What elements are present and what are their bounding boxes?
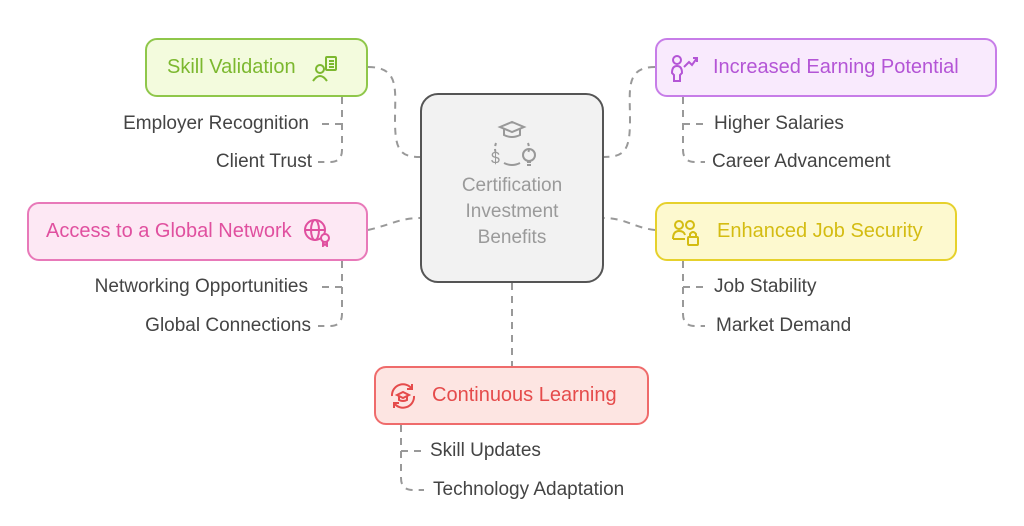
refresh-cap-icon (390, 382, 416, 409)
users-lock-icon (672, 219, 699, 246)
sub-networking-opportunities: Networking Opportunities (94, 276, 308, 297)
sub-global-connections: Global Connections (145, 315, 311, 336)
sub-market-demand: Market Demand (716, 315, 852, 336)
sub-employer-recognition: Employer Recognition (123, 113, 309, 134)
node-job-security[interactable]: Enhanced Job Security (655, 202, 957, 261)
worker-clipboard-icon (311, 55, 337, 82)
node-continuous-learning[interactable]: Continuous Learning (374, 366, 649, 425)
central-topic: $ Certification Investment Benefits (420, 93, 604, 283)
center-line-2: Investment (465, 201, 559, 222)
node-title: Increased Earning Potential (713, 56, 959, 78)
svg-text:$: $ (491, 150, 500, 167)
node-skill-validation[interactable]: Skill Validation (145, 38, 368, 97)
node-title: Access to a Global Network (46, 220, 292, 242)
sub-skill-updates: Skill Updates (430, 440, 541, 461)
sub-higher-salaries: Higher Salaries (714, 113, 844, 134)
graduation-cap-cycle-icon: $ (491, 120, 536, 167)
node-title: Continuous Learning (432, 384, 617, 406)
node-title: Enhanced Job Security (717, 220, 923, 242)
person-growth-icon (670, 54, 698, 82)
center-line-1: Certification (461, 175, 563, 196)
node-title: Skill Validation (167, 56, 296, 78)
sub-technology-adaptation: Technology Adaptation (433, 479, 625, 500)
node-earning-potential[interactable]: Increased Earning Potential (655, 38, 997, 97)
node-global-network[interactable]: Access to a Global Network (27, 202, 368, 261)
sub-career-advancement: Career Advancement (712, 151, 891, 172)
sub-client-trust: Client Trust (215, 151, 312, 172)
globe-award-icon (303, 218, 330, 247)
sub-job-stability: Job Stability (714, 276, 817, 297)
center-line-3: Benefits (477, 227, 547, 248)
